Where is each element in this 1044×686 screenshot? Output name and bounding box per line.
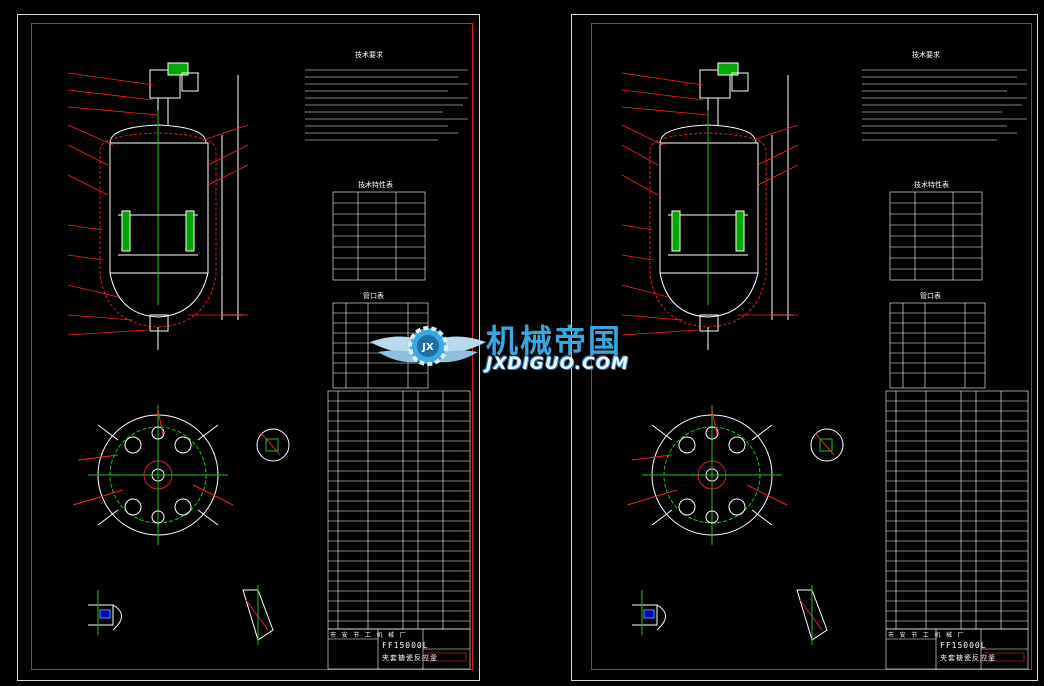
detail-view-c <box>796 585 828 645</box>
tech-req-heading: 技术要求 <box>355 50 383 59</box>
company-name: 市 安 节 工 机 械 厂 <box>330 632 407 639</box>
nozzle-heading: 管口表 <box>920 291 941 300</box>
drawing-left: 技术要求 技术特性表 管口表 <box>67 50 471 670</box>
nozzle-table <box>889 302 986 389</box>
parts-list-table <box>327 390 471 630</box>
parts-list-table <box>885 390 1029 630</box>
tech-req-heading: 技术要求 <box>912 50 940 59</box>
nozzle-heading: 管口表 <box>363 291 384 300</box>
vessel-elevation-view <box>649 62 793 350</box>
drawing-frame-right <box>591 23 1032 670</box>
tech-requirements-notes <box>862 69 1027 141</box>
detail-view-b <box>88 590 122 635</box>
leader-lines <box>67 72 249 336</box>
tech-spec-table <box>889 191 983 281</box>
top-plan-view <box>626 405 788 545</box>
tech-spec-table <box>332 191 426 281</box>
drawing-right: 技术要求 技术特性表 管口表 <box>621 50 1029 670</box>
title-block <box>327 628 471 670</box>
title-name: 夹套搪瓷反应釜 <box>940 654 996 662</box>
title-model: FF15000L <box>382 641 429 650</box>
watermark-brand-cn: 机械帝国 <box>486 322 623 360</box>
watermark-brand-en: JXDIGUO.COM <box>486 354 630 374</box>
tech-spec-heading: 技术特性表 <box>914 180 949 189</box>
tech-spec-heading: 技术特性表 <box>358 180 393 189</box>
detail-view-a <box>810 428 844 462</box>
winged-gear-logo-icon: JX <box>370 326 486 366</box>
detail-view-c <box>242 585 274 645</box>
leader-lines <box>621 72 799 336</box>
vessel-elevation-view <box>99 62 243 350</box>
top-plan-view <box>72 405 234 545</box>
detail-view-b <box>632 590 666 635</box>
title-name: 夹套搪瓷反应釜 <box>382 654 438 662</box>
logo-letters: JX <box>421 342 434 353</box>
drawing-sheet-left: 技术要求 技术特性表 管口表 <box>17 14 480 681</box>
title-block <box>885 628 1029 670</box>
tech-requirements-notes <box>305 69 468 141</box>
company-name: 市 安 节 工 机 械 厂 <box>888 632 965 639</box>
watermark: JX 机械帝国 JXDIGUO.COM <box>368 312 668 382</box>
drawing-sheet-right: 技术要求 技术特性表 管口表 <box>571 14 1038 681</box>
detail-view-a <box>256 428 290 462</box>
title-model: FF15000L <box>940 641 987 650</box>
